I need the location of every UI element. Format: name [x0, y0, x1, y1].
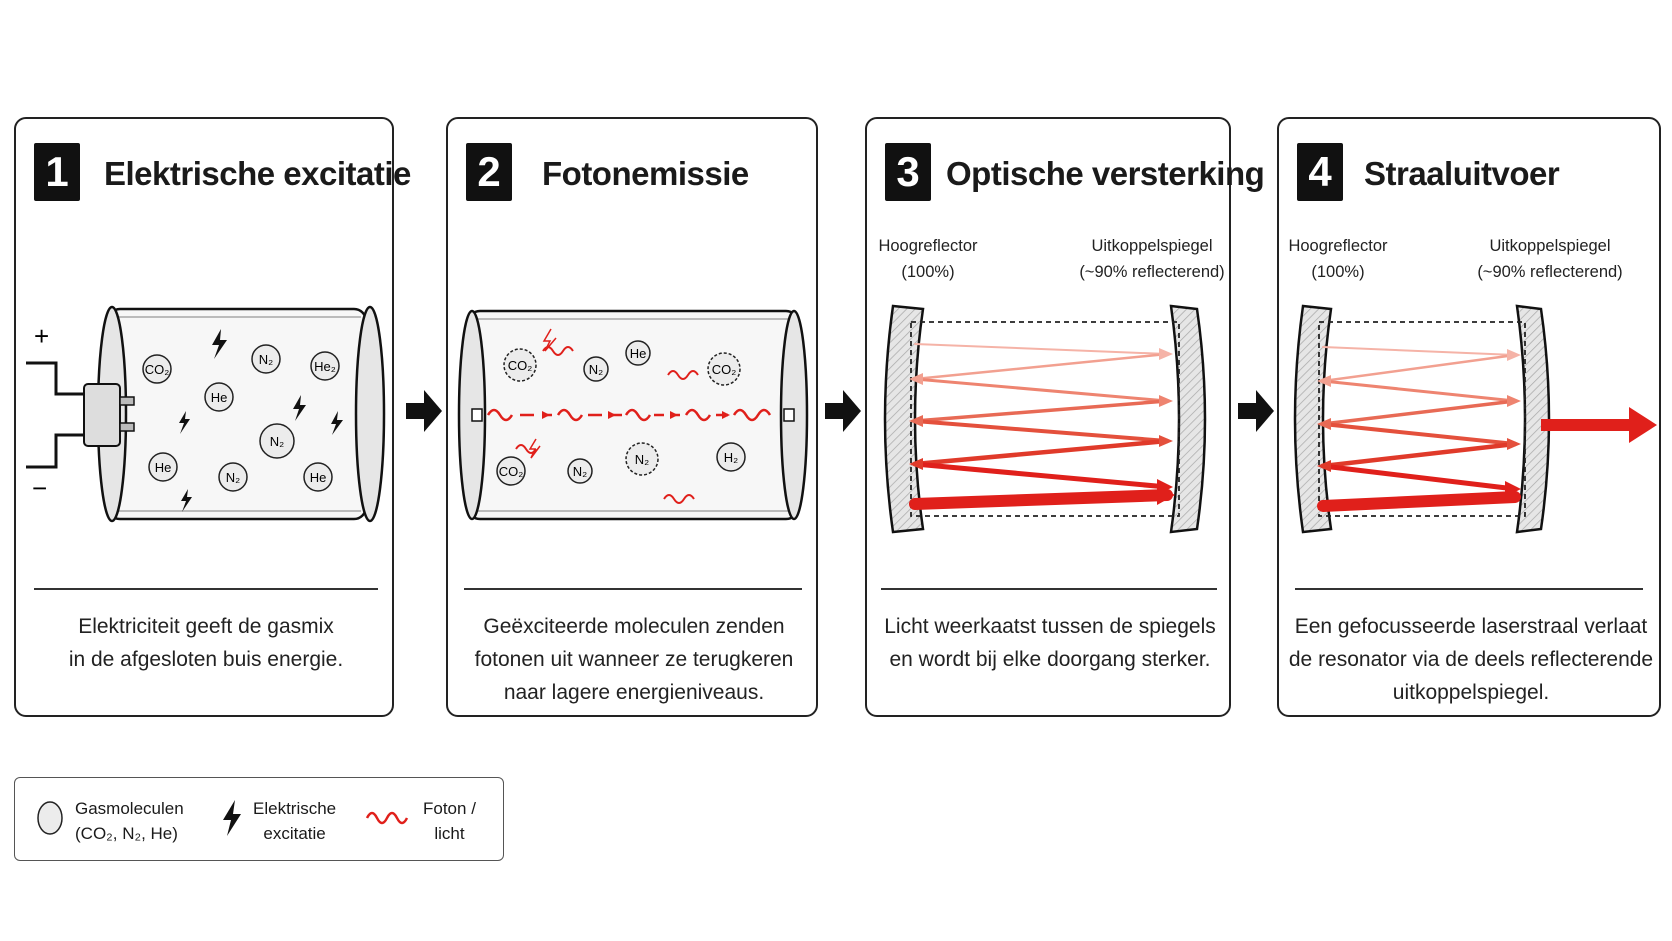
legend-excitation-label: Elektrische excitatie [253, 799, 337, 843]
step-number-badge: 4 [1297, 143, 1343, 201]
step-caption: Een gefocusseerde laserstraal verlaat de… [1288, 615, 1654, 704]
photon-wave-icon [663, 494, 695, 504]
negative-wire [26, 433, 91, 469]
tube-right-cap [354, 305, 386, 523]
molecule-circle-icon: CO₂ [503, 348, 537, 382]
photon-emission-illustration: CO₂ N₂ He CO₂ CO₂ N₂ N₂ H₂ [457, 309, 809, 521]
panel-divider [34, 588, 378, 590]
right-mirror-label: Uitkoppelspiegel (~90% reflecterend) [1477, 237, 1623, 281]
molecule-circle-icon: N₂ [218, 462, 248, 492]
output-coupler-mirror [1169, 304, 1207, 534]
step-panel-1: 1 Elektrische excitatie + − CO₂ He N₂ He… [14, 117, 411, 717]
step-title: Straaluitvoer [1364, 155, 1560, 192]
photon-wave-icon [365, 811, 409, 825]
molecule-circle-icon: N₂ [567, 458, 593, 484]
molecule-circle-icon: N₂ [583, 356, 609, 382]
molecule-circle-icon: He₂ [310, 351, 340, 381]
svg-text:He: He [630, 346, 647, 361]
step-number-badge: 3 [885, 143, 931, 201]
step-number-badge: 1 [34, 143, 80, 201]
beam-output-illustration [1293, 304, 1657, 534]
step-panel-2: 2 Fotonemissie CO₂ N₂ He CO₂ CO₂ N₂ N [446, 117, 818, 717]
svg-text:CO₂: CO₂ [499, 464, 524, 479]
svg-text:N₂: N₂ [270, 434, 284, 449]
svg-text:N₂: N₂ [635, 452, 649, 467]
step-panel-3: 3 Optische versterking Hoogreflector (10… [865, 117, 1265, 717]
svg-text:He: He [211, 390, 228, 405]
svg-text:N₂: N₂ [573, 464, 587, 479]
bolt-icon [528, 438, 541, 459]
svg-text:H₂: H₂ [724, 450, 738, 465]
plus-label: + [34, 321, 49, 351]
svg-text:N₂: N₂ [226, 470, 240, 485]
panel-divider [464, 588, 802, 590]
molecule-circle-icon [37, 801, 63, 835]
step-arrow-icon [406, 390, 442, 432]
svg-text:CO₂: CO₂ [508, 358, 533, 373]
bolt-icon [181, 489, 192, 512]
left-mirror-label: Hoogreflector (100%) [878, 237, 978, 281]
svg-text:CO₂: CO₂ [145, 362, 170, 377]
molecule-circle-icon: CO₂ [707, 352, 741, 386]
bolt-icon [179, 411, 190, 434]
molecule-circle-icon: CO₂ [142, 354, 172, 384]
bolt-icon [223, 800, 241, 836]
high-reflector-mirror [883, 304, 925, 534]
high-reflector-mirror [1293, 304, 1333, 534]
left-mirror-label: Hoogreflector (100%) [1288, 237, 1388, 281]
svg-text:CO₂: CO₂ [712, 362, 737, 377]
molecule-circle-icon: N₂ [259, 423, 295, 459]
step-caption: Licht weerkaatst tussen de spiegels en w… [884, 615, 1216, 671]
step-caption: Elektriciteit geeft de gasmix in de afge… [68, 615, 344, 671]
photon-wave-icon [667, 370, 699, 380]
electrode-connector [83, 383, 121, 447]
molecule-circle-icon: N₂ [625, 442, 659, 476]
positive-wire [26, 361, 91, 396]
panel-divider [881, 588, 1217, 590]
legend: Gasmoleculen (CO₂, N₂, He) Elektrische e… [14, 777, 504, 861]
svg-text:He₂: He₂ [314, 359, 336, 374]
step-arrow-icon [1238, 390, 1274, 432]
optical-cavity-illustration [883, 304, 1207, 534]
molecule-circle-icon: H₂ [716, 442, 746, 472]
molecule-circle-icon: CO₂ [496, 456, 526, 486]
minus-label: − [32, 473, 47, 503]
molecule-circle-icon: He [625, 340, 651, 366]
step-arrow-icon [825, 390, 861, 432]
step-panel-4: 4 Straaluitvoer Hoogreflector (100%) Uit… [1277, 117, 1661, 717]
step-caption: Geëxciteerde moleculen zenden fotonen ui… [474, 615, 794, 704]
legend-photon-label: Foton / licht [423, 799, 476, 843]
right-mirror-label: Uitkoppelspiegel (~90% reflecterend) [1079, 237, 1225, 281]
gas-tube-illustration: + − CO₂ He N₂ He₂ N₂ He N₂ He [26, 305, 386, 523]
panel-divider [1295, 588, 1643, 590]
step-title: Fotonemissie [542, 155, 749, 192]
molecule-circle-icon: He [148, 452, 178, 482]
svg-text:N₂: N₂ [259, 352, 273, 367]
bolt-icon [331, 411, 343, 435]
bolt-icon [542, 328, 557, 352]
svg-text:He: He [155, 460, 172, 475]
bolt-icon [293, 395, 306, 421]
bolt-icon [212, 329, 227, 359]
molecule-circle-icon: He [303, 462, 333, 492]
molecule-circle-icon: N₂ [251, 344, 281, 374]
laser-output-beam [1541, 419, 1631, 431]
svg-text:He: He [310, 470, 327, 485]
step-title: Elektrische excitatie [104, 155, 411, 192]
molecule-circle-icon: He [204, 382, 234, 412]
step-number-badge: 2 [466, 143, 512, 201]
legend-gas-label: Gasmoleculen (CO₂, N₂, He) [75, 799, 184, 843]
svg-text:N₂: N₂ [589, 362, 603, 377]
step-title: Optische versterking [946, 155, 1265, 192]
